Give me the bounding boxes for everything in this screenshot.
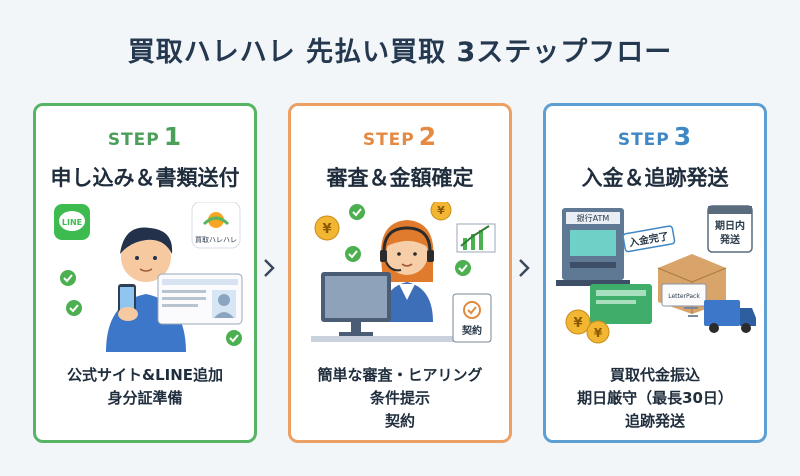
- step-1-description: 公式サイト&LINE追加 身分証準備: [66, 366, 224, 407]
- truck-icon: [684, 300, 756, 333]
- step-3-illustration: 銀行ATM 入金完了 期日内 発送 LetterPack: [556, 205, 756, 344]
- page-title: 買取ハレハレ 先払い買取 3ステップフロー: [127, 37, 673, 68]
- contract-icon: 契約: [452, 293, 492, 343]
- svg-text:期日内: 期日内: [715, 219, 745, 232]
- svg-text:¥: ¥: [322, 222, 331, 237]
- smartphone-icon: [118, 284, 138, 321]
- letterpack-icon: LetterPack: [661, 283, 707, 307]
- chevron-right-icon: [519, 259, 530, 277]
- step-2-description: 簡単な審査・ヒアリング 条件提示 契約: [317, 366, 483, 430]
- step-3-description: 買取代金振込 期日厳守（最長30日） 追跡発送: [577, 366, 733, 430]
- check-icon: [60, 270, 242, 346]
- svg-text:買取ハレハレ: 買取ハレハレ: [195, 236, 237, 244]
- step-1-heading: 申し込み＆書類送付: [50, 166, 240, 190]
- operator-icon: [380, 220, 434, 322]
- id-card-icon: [157, 273, 243, 325]
- svg-text:銀行ATM: 銀行ATM: [577, 213, 610, 223]
- yen-coin-icon: ¥ ¥: [314, 202, 452, 241]
- svg-text:発送: 発送: [719, 233, 741, 246]
- chart-icon: [456, 223, 496, 253]
- svg-text:LetterPack: LetterPack: [668, 293, 700, 300]
- atm-icon: 銀行ATM: [556, 208, 630, 286]
- line-app-icon: LINE: [54, 204, 90, 240]
- svg-text:LINE: LINE: [62, 218, 82, 227]
- svg-text:¥: ¥: [594, 326, 603, 340]
- bankbook-icon: [590, 284, 652, 324]
- svg-text:契約: 契約: [462, 324, 482, 337]
- calendar-icon: 期日内 発送: [707, 205, 753, 253]
- monitor-icon: [311, 272, 491, 342]
- payment-done-badge: 入金完了: [622, 225, 676, 253]
- step-2-heading: 審査＆金額確定: [326, 166, 474, 190]
- step-1-illustration: LINE 買取ハレハレ: [54, 202, 243, 352]
- svg-text:¥: ¥: [437, 204, 445, 217]
- chevron-right-icon: [264, 259, 275, 277]
- yen-coin-icon: ¥ ¥: [565, 309, 610, 344]
- step-3-heading: 入金＆追跡発送: [581, 166, 729, 190]
- svg-text:¥: ¥: [573, 316, 582, 331]
- check-icon: [345, 204, 471, 276]
- step-2-illustration: ¥ ¥: [311, 202, 496, 343]
- brand-logo: 買取ハレハレ: [191, 202, 241, 249]
